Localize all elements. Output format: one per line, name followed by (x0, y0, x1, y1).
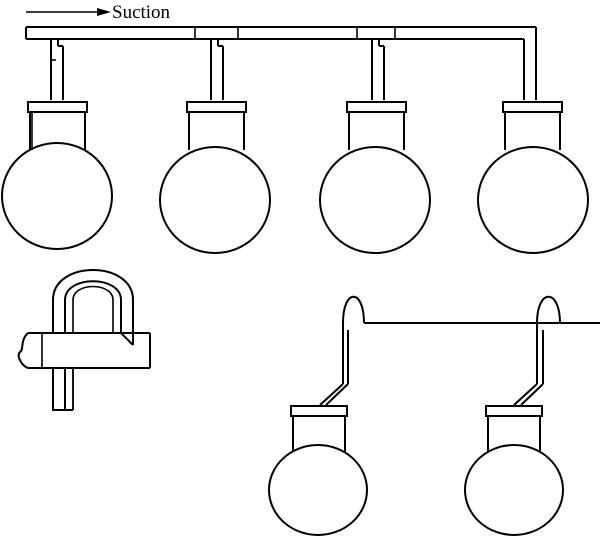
suction-label: Suction (112, 2, 171, 23)
top-manifold (25, 26, 537, 100)
top-bulb-1 (1, 101, 113, 250)
bottom-assembly (319, 295, 600, 406)
branch-pipe-3 (371, 39, 385, 100)
bottom-bulb-2 (464, 405, 564, 536)
branch-pipe-1 (50, 39, 64, 100)
top-bulb-3 (319, 101, 431, 254)
branch-pipe-2 (210, 39, 224, 100)
suction-indicator: Suction (26, 2, 171, 23)
suction-arrow-head (97, 8, 111, 16)
bottom-bulb-1 (268, 405, 368, 536)
top-bulb-4 (477, 101, 589, 254)
u-tube-detail (17, 269, 151, 411)
top-bulb-2 (159, 101, 271, 254)
